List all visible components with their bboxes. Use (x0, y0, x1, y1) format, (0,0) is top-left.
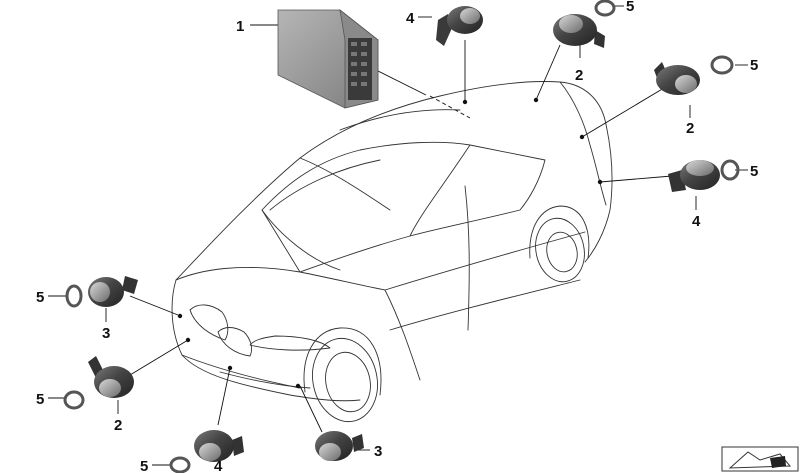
callout-ring-rear-right: 5 (750, 57, 758, 74)
sensor-rear-side (668, 160, 720, 192)
callout-ring-front-left-lower: 5 (36, 391, 44, 408)
ring-front-left-upper (65, 284, 83, 308)
sensor-front-center (194, 430, 244, 462)
ring-rear-side (720, 159, 740, 181)
page-corner-icon[interactable] (721, 446, 799, 472)
callout-ring-rear-side: 5 (750, 163, 758, 180)
callout-ring-front-center: 5 (140, 458, 148, 473)
callout-sensor-front-left-upper: 3 (102, 325, 110, 342)
ring-rear-right (710, 55, 734, 75)
callout-sensor-rear-right: 2 (686, 120, 694, 137)
callout-labels: 1 4 2 5 2 5 4 5 5 3 5 2 5 4 3 (36, 0, 758, 473)
sensor-front-right (315, 431, 364, 461)
control-unit (277, 9, 379, 109)
ring-front-left-lower (63, 390, 85, 410)
sensor-rear-right (654, 62, 700, 95)
callout-ring-front-left-upper: 5 (36, 289, 44, 306)
vehicle-outline (171, 81, 613, 423)
callout-sensor-rear-top: 2 (575, 67, 583, 84)
callout-sensor-front-center: 4 (214, 458, 223, 473)
ring-front-center (169, 456, 191, 473)
attachment-points (177, 97, 603, 389)
callout-ring-rear-top: 5 (626, 0, 634, 15)
sensor-front-left-upper (88, 276, 138, 307)
callout-sensor-rear-side: 4 (692, 213, 701, 230)
leader-lines (48, 5, 748, 466)
callout-sensor-front-left-lower: 2 (114, 417, 122, 434)
callout-control-unit: 1 (236, 18, 244, 35)
sensor-rear-top (553, 14, 605, 48)
sensor-front-left-lower (88, 356, 134, 398)
callout-sensor-front-right: 3 (374, 443, 382, 460)
ring-rear-top (594, 0, 616, 17)
callout-sensor-rear-upper-left: 4 (406, 10, 415, 27)
sensor-rear-upper-left (436, 6, 483, 46)
